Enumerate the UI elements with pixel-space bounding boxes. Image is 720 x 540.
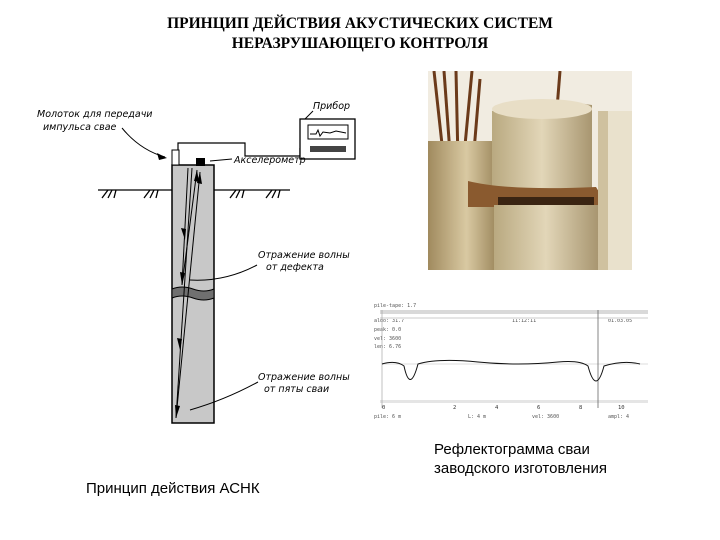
caption-right: Рефлектограмма сваи заводского изготовле… bbox=[434, 440, 607, 478]
label-defect-line2: от дефекта bbox=[266, 262, 324, 273]
svg-text:peak: 0.0: peak: 0.0 bbox=[374, 327, 401, 333]
svg-text:L: 4 m: L: 4 m bbox=[468, 414, 486, 420]
svg-text:pile-tape: 1.7: pile-tape: 1.7 bbox=[374, 303, 416, 309]
label-hammer-line2: импульса свае bbox=[43, 122, 117, 133]
refl-tick-10: 10 bbox=[618, 405, 625, 411]
caption-right-line1: Рефлектограмма сваи bbox=[434, 440, 607, 459]
refl-tick-0: 0 bbox=[382, 405, 385, 411]
device-leader bbox=[305, 111, 313, 119]
label-device: Прибор bbox=[313, 101, 350, 112]
caption-left: Принцип действия АСНК bbox=[86, 479, 260, 498]
accelerometer bbox=[196, 158, 205, 166]
hammer-leader bbox=[122, 128, 165, 157]
svg-text:ampl: 4: ampl: 4 bbox=[608, 414, 629, 420]
svg-text:vel: 3600: vel: 3600 bbox=[374, 336, 401, 342]
svg-text:pile: 6 m: pile: 6 m bbox=[374, 414, 401, 420]
accelerometer-leader bbox=[210, 159, 232, 161]
label-toe-line2: от пяты сваи bbox=[264, 384, 329, 395]
pile bbox=[172, 165, 214, 423]
label-hammer-line1: Молоток для передачи bbox=[37, 109, 152, 120]
device-box bbox=[300, 119, 355, 159]
label-accelerometer: Акселерометр bbox=[233, 155, 306, 166]
refl-tick-2: 2 bbox=[453, 405, 456, 411]
refl-tick-6: 6 bbox=[537, 405, 540, 411]
caption-right-line2: заводского изготовления bbox=[434, 459, 607, 478]
refl-tick-8: 8 bbox=[579, 405, 582, 411]
reflectogram: pile-tape: 1.7 aldo: 31.7 peak: 0.0 vel:… bbox=[372, 300, 652, 424]
pile-photo bbox=[428, 71, 632, 270]
label-toe-line1: Отражение волны bbox=[258, 372, 350, 383]
svg-text:vel: 3600: vel: 3600 bbox=[532, 414, 559, 420]
hammer-head bbox=[172, 150, 179, 165]
svg-text:len: 6.76: len: 6.76 bbox=[374, 344, 401, 350]
label-defect-line1: Отражение волны bbox=[258, 250, 350, 261]
